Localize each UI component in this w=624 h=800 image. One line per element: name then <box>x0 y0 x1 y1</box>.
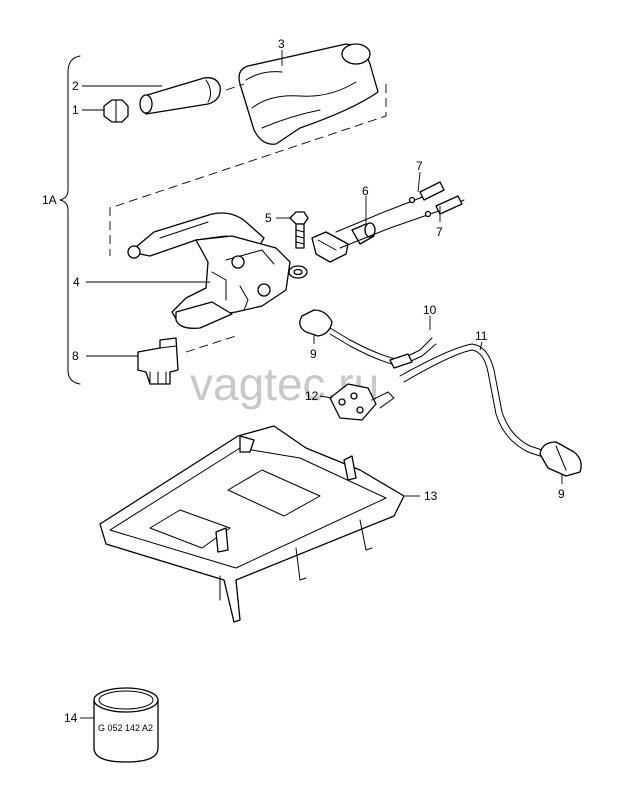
label-7a: 7 <box>416 159 423 173</box>
label-4: 4 <box>73 275 80 289</box>
label-5: 5 <box>265 211 272 225</box>
label-1: 1 <box>72 103 79 117</box>
label-3: 3 <box>278 37 285 51</box>
label-12: 12 <box>305 389 319 403</box>
part-13-mounting-frame <box>99 425 405 623</box>
leader-7a <box>417 171 421 193</box>
label-10: 10 <box>423 303 437 317</box>
part-4-handbrake-lever <box>127 212 291 329</box>
assembly-bracket-1a <box>59 55 81 385</box>
sealant-code-label: G 052 142 A2 <box>98 723 153 733</box>
label-7b: 7 <box>436 225 443 239</box>
part-3-boot-gaiter <box>238 43 379 145</box>
part-1-end-cap <box>103 99 129 123</box>
part-8-brake-switch <box>137 337 179 385</box>
part-12-cable-connector <box>329 383 395 421</box>
label-8: 8 <box>72 349 79 363</box>
part-2-lever-grip <box>139 77 221 115</box>
guide-line-switch <box>185 335 237 353</box>
part-6-adjusting-sleeve <box>351 222 376 245</box>
label-1a: 1A <box>42 193 57 207</box>
label-14: 14 <box>64 711 78 725</box>
part-10-cable <box>299 309 437 369</box>
leader-11 <box>479 341 483 351</box>
guide-line-frame <box>109 84 387 256</box>
part-11-cable <box>399 343 582 477</box>
label-2: 2 <box>72 79 79 93</box>
part-14-sealant-tube: G 052 142 A2 <box>93 687 159 763</box>
label-6: 6 <box>362 184 369 198</box>
label-9a: 9 <box>310 347 317 361</box>
part-5-bolt <box>288 211 309 279</box>
cable-equalizer <box>311 231 349 263</box>
part-7-cable-end-lower <box>339 195 465 249</box>
label-13: 13 <box>424 489 438 503</box>
part-7-cable-end-upper <box>335 181 445 233</box>
label-11: 11 <box>475 329 488 343</box>
label-9b: 9 <box>558 487 565 501</box>
guide-line-gaiter <box>225 83 245 91</box>
leader-12 <box>319 395 333 399</box>
